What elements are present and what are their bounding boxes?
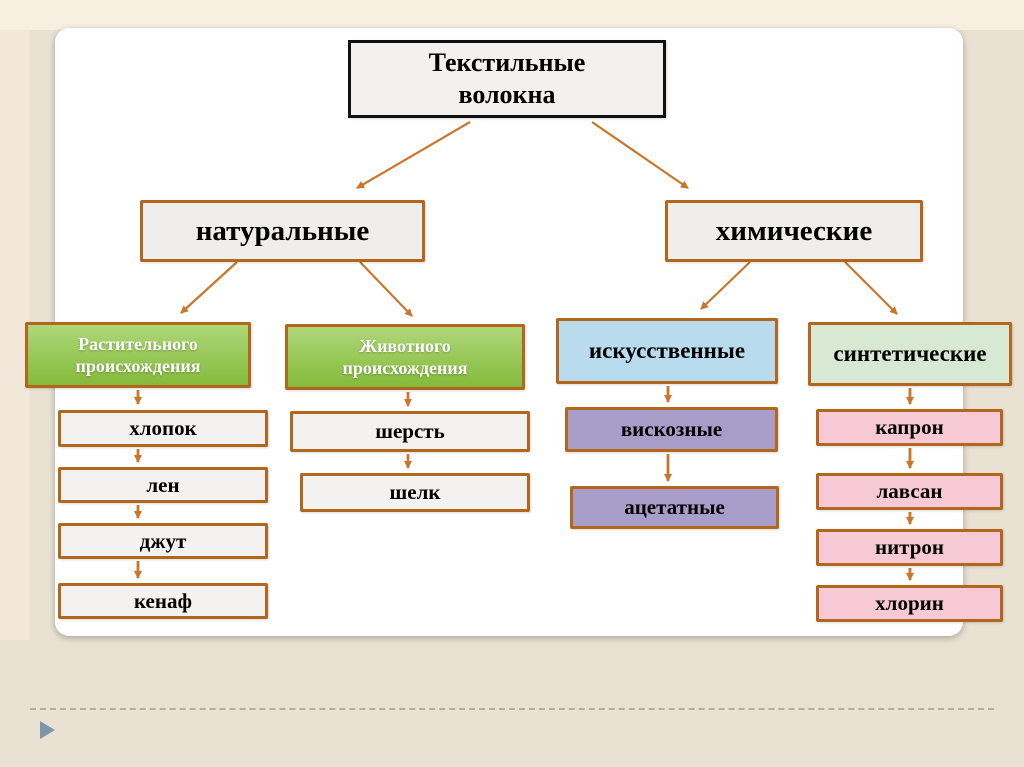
node-item-kenaf: кенаф [58, 583, 268, 619]
node-item-acetate: ацетатные [570, 486, 779, 529]
node-item-flax: лен [58, 467, 268, 503]
node-item-cotton: хлопок [58, 410, 268, 447]
node-item-jute: джут [58, 523, 268, 559]
node-item-lavsan: лавсан [816, 473, 1003, 510]
slide-top-strip [0, 0, 1024, 30]
node-item-viscose: вискозные [565, 407, 778, 452]
node-item-silk: шелк [300, 473, 530, 512]
node-chemical: химические [665, 200, 923, 262]
node-item-wool: шерсть [290, 411, 530, 452]
node-natural: натуральные [140, 200, 425, 262]
node-item-kapron: капрон [816, 409, 1003, 446]
node-animal-origin: Животного происхождения [285, 324, 525, 390]
node-plant-origin: Растительного происхождения [25, 322, 251, 388]
footer-divider [30, 708, 994, 710]
node-item-nitron: нитрон [816, 529, 1003, 566]
node-textile-fibers: Текстильные волокна [348, 40, 666, 118]
play-triangle-icon [40, 721, 55, 739]
node-synthetic: синтетические [808, 322, 1012, 386]
node-item-chlorin: хлорин [816, 585, 1003, 622]
node-artificial: искусственные [556, 318, 778, 384]
